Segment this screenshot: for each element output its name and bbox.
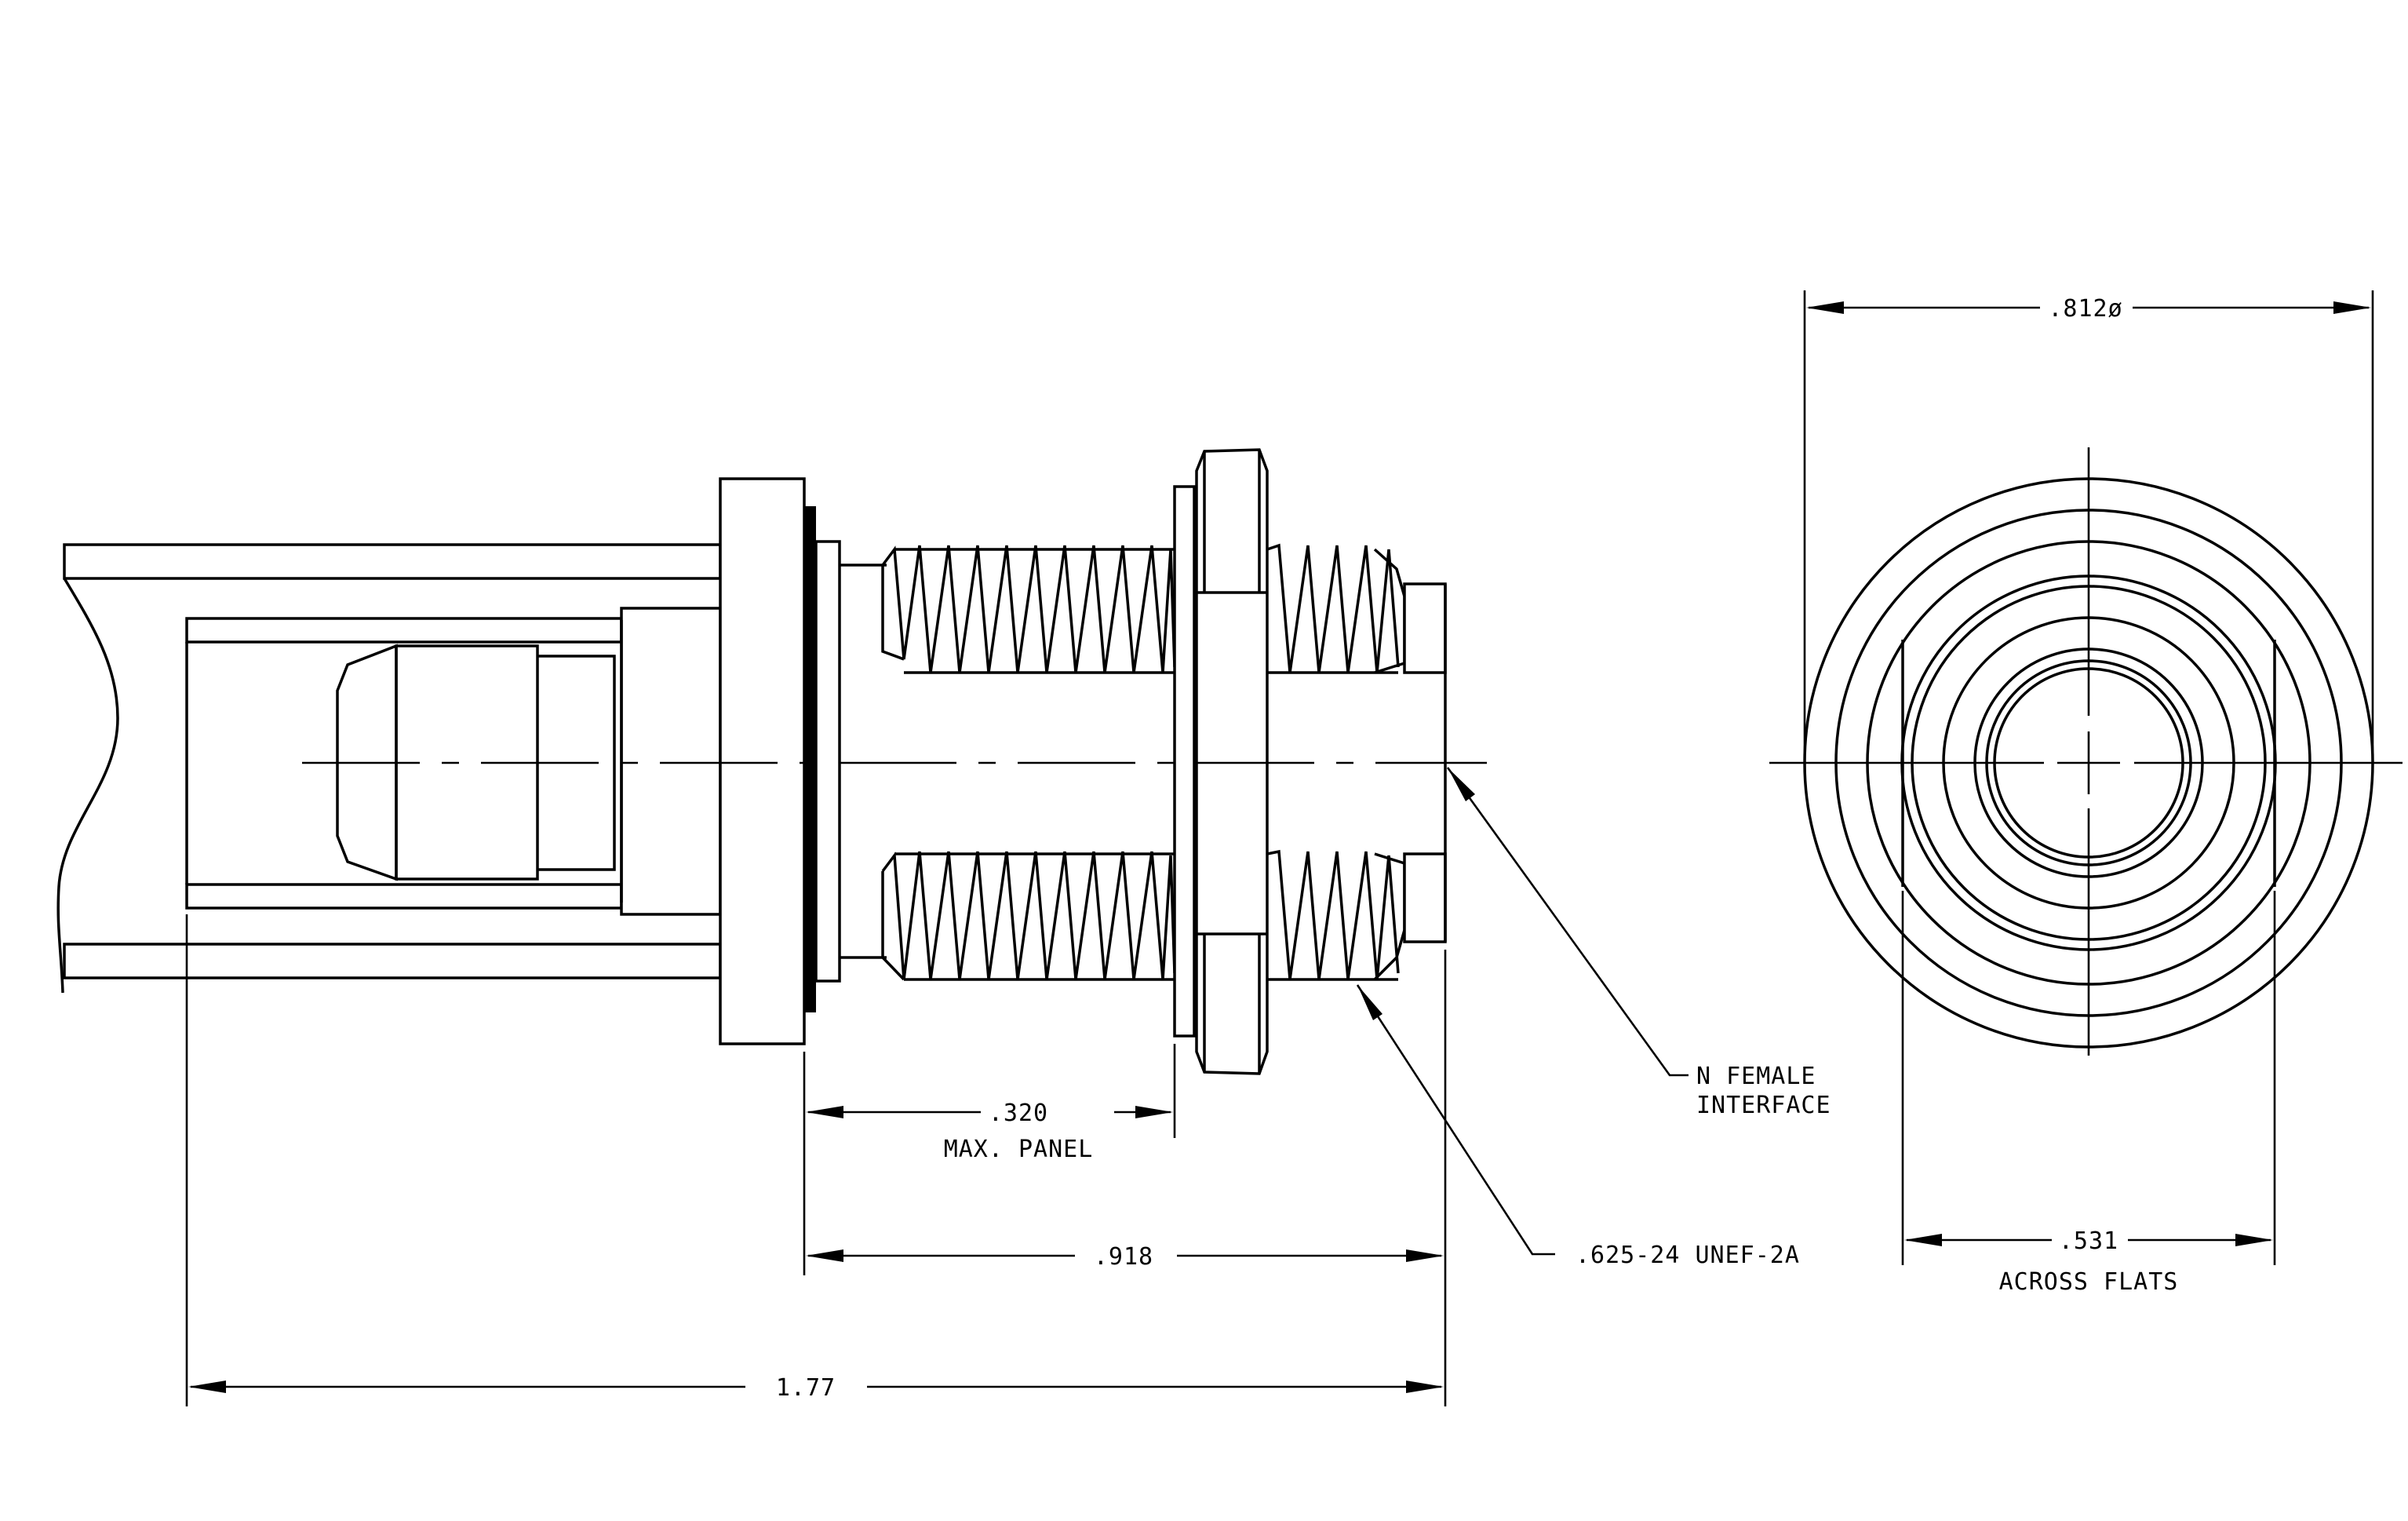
callout-interface-line1: N FEMALE [1696, 1063, 1816, 1090]
crimp-taper [336, 644, 398, 881]
end-view [1769, 447, 2403, 1056]
dim-od-value: .812ø [2048, 295, 2122, 323]
dim-flats-arrow-left [1904, 1234, 1942, 1246]
interface-tip-bottom [1403, 852, 1447, 943]
front-upper-thread [1266, 543, 1400, 673]
dim-panel-label: MAX. PANEL [944, 1136, 1094, 1163]
dim-flats-value: .531 [2059, 1227, 2118, 1255]
o-ring-gasket [804, 506, 816, 1012]
dim-panel-value: .320 [989, 1100, 1048, 1127]
interface-tip-top [1403, 582, 1447, 674]
side-dimensions: .320 MAX. PANEL .918 1.77 N FEMALE INTER… [185, 767, 1831, 1406]
dim-od-arrow-right [2333, 301, 2371, 314]
leader-thread-arrow [1357, 985, 1383, 1020]
callout-thread: .625-24 UNEF-2A [1576, 1242, 1800, 1269]
rear-body [620, 607, 722, 916]
dim-panel-arrow-left [806, 1106, 843, 1118]
flange [719, 477, 806, 1045]
ferrule-bottom [185, 883, 623, 910]
lower-thread [881, 851, 1176, 981]
dim-body-arrow-left [806, 1249, 843, 1262]
leader-interface-arrow [1448, 768, 1475, 801]
cable-jacket-top [63, 543, 722, 580]
leader-thread [1356, 984, 1555, 1256]
front-lower-thread [1266, 849, 1400, 980]
dim-overall-arrow-right [1406, 1381, 1444, 1393]
crimp-sleeve [537, 655, 616, 871]
dim-overall-value: 1.77 [776, 1374, 836, 1402]
dim-od-arrow-left [1806, 301, 1844, 314]
body-neck [814, 540, 841, 983]
dim-flats-label: ACROSS FLATS [1999, 1268, 2179, 1296]
upper-thread [881, 545, 1176, 673]
dim-body-arrow-right [1406, 1249, 1444, 1262]
hex-nut [1195, 448, 1269, 1075]
leader-interface [1446, 767, 1689, 1077]
lock-washer [1173, 485, 1196, 1038]
cable-jacket-bottom [63, 943, 722, 979]
end-dimensions: .812ø .531 ACROSS FLATS [1803, 290, 2374, 1296]
side-view [56, 448, 1487, 1075]
dim-body-value: .918 [1094, 1243, 1153, 1271]
dim-overall-arrow-left [188, 1381, 226, 1393]
ferrule-top [185, 617, 623, 644]
callout-interface-line2: INTERFACE [1696, 1092, 1831, 1119]
dim-flats-arrow-right [2235, 1234, 2273, 1246]
dim-panel-arrow-right [1135, 1106, 1173, 1118]
cable-break-line [56, 578, 119, 994]
